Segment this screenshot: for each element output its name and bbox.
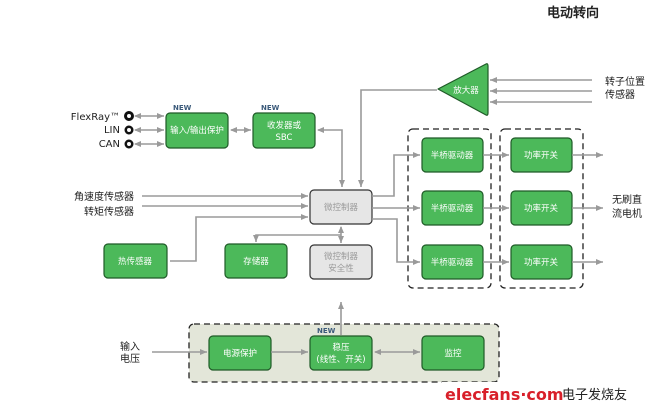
- transceiver-mcu-link: [317, 127, 345, 187]
- half-bridge-driver-2: 半桥驱动器: [421, 190, 484, 226]
- regulator-block: 稳压 (线性、开关): [309, 335, 373, 371]
- amplifier-mcu-link: [358, 89, 437, 187]
- new-badge: NEW: [261, 104, 280, 112]
- thermal-mcu-link: [170, 214, 308, 262]
- half-bridge-label: 半桥驱动器: [431, 150, 474, 161]
- mcu-safety-label-2: 安全性: [328, 263, 354, 274]
- thermal-sensor-block: 热传感器: [103, 243, 168, 279]
- mcu-safety-block: 微控制器 安全性: [309, 244, 373, 280]
- thermal-sensor-label: 热传感器: [118, 256, 153, 267]
- bus-label-can: CAN: [99, 139, 120, 150]
- power-switch-label: 功率开关: [524, 150, 559, 161]
- amplifier-block: 放大器: [437, 63, 489, 116]
- half-bridge-label: 半桥驱动器: [431, 257, 474, 268]
- new-badge: NEW: [173, 104, 192, 112]
- half-bridge-driver-1: 半桥驱动器: [421, 137, 484, 173]
- watermark-site: elecfans·com: [445, 385, 564, 404]
- connector-icon-hole: [127, 128, 131, 132]
- connector-icon-hole: [127, 142, 131, 146]
- power-switch-3: 功率开关: [510, 244, 573, 280]
- bldc-motor-label-2: 流电机: [612, 207, 642, 220]
- rotor-sensor-label-2: 传感器: [605, 88, 635, 101]
- regulator-label: 稳压: [332, 342, 350, 353]
- mcu-label: 微控制器: [324, 202, 359, 213]
- half-bridge-label: 半桥驱动器: [431, 203, 474, 214]
- io-protection-label: 输入/输出保护: [170, 125, 224, 136]
- watermark-bg: [442, 382, 649, 413]
- amplifier-label: 放大器: [453, 85, 479, 96]
- mcu-block: 微控制器: [309, 189, 373, 225]
- power-protection-label: 电源保护: [223, 348, 257, 359]
- input-voltage-label-2: 电压: [120, 352, 140, 365]
- memory-block: 存储器: [224, 243, 288, 279]
- bus-label-lin: LIN: [104, 125, 120, 136]
- torque-sensor-label: 转矩传感器: [84, 205, 134, 218]
- angular-rate-sensor-label: 角速度传感器: [74, 190, 134, 203]
- watermark-cn: 电子发烧友: [562, 387, 627, 403]
- diagram-title: 电动转向: [547, 5, 599, 21]
- power-switch-1: 功率开关: [510, 137, 573, 173]
- transceiver-label-sbc: SBC: [275, 133, 292, 143]
- power-switch-2: 功率开关: [510, 190, 573, 226]
- new-badge: NEW: [317, 327, 336, 335]
- half-bridge-driver-3: 半桥驱动器: [421, 244, 484, 280]
- connector-icon-hole: [127, 114, 131, 118]
- transceiver-sbc-block: 收发器或 SBC: [252, 112, 316, 149]
- power-switch-label: 功率开关: [524, 257, 559, 268]
- power-switch-label: 功率开关: [524, 203, 559, 214]
- mcu-memory-link: [253, 234, 341, 242]
- memory-label: 存储器: [243, 256, 269, 267]
- mcu-safety-label: 微控制器: [324, 251, 359, 262]
- input-voltage-label: 输入: [120, 340, 140, 353]
- mcu-hb1-link: [372, 152, 420, 197]
- bus-connectors: FlexRay™ LIN CAN: [71, 111, 164, 150]
- bldc-motor-label: 无刷直: [612, 193, 642, 206]
- bus-label-flexray: FlexRay™: [71, 112, 120, 123]
- power-protection-block: 电源保护: [208, 335, 272, 371]
- mcu-hb3-link: [372, 218, 420, 265]
- regulator-label-2: (线性、开关): [316, 354, 365, 365]
- transceiver-label: 收发器或: [267, 120, 302, 131]
- io-protection-block: 输入/输出保护: [165, 112, 229, 149]
- monitor-label: 监控: [444, 348, 462, 359]
- monitor-block: 监控: [421, 335, 485, 371]
- rotor-sensor-label: 转子位置: [605, 75, 645, 88]
